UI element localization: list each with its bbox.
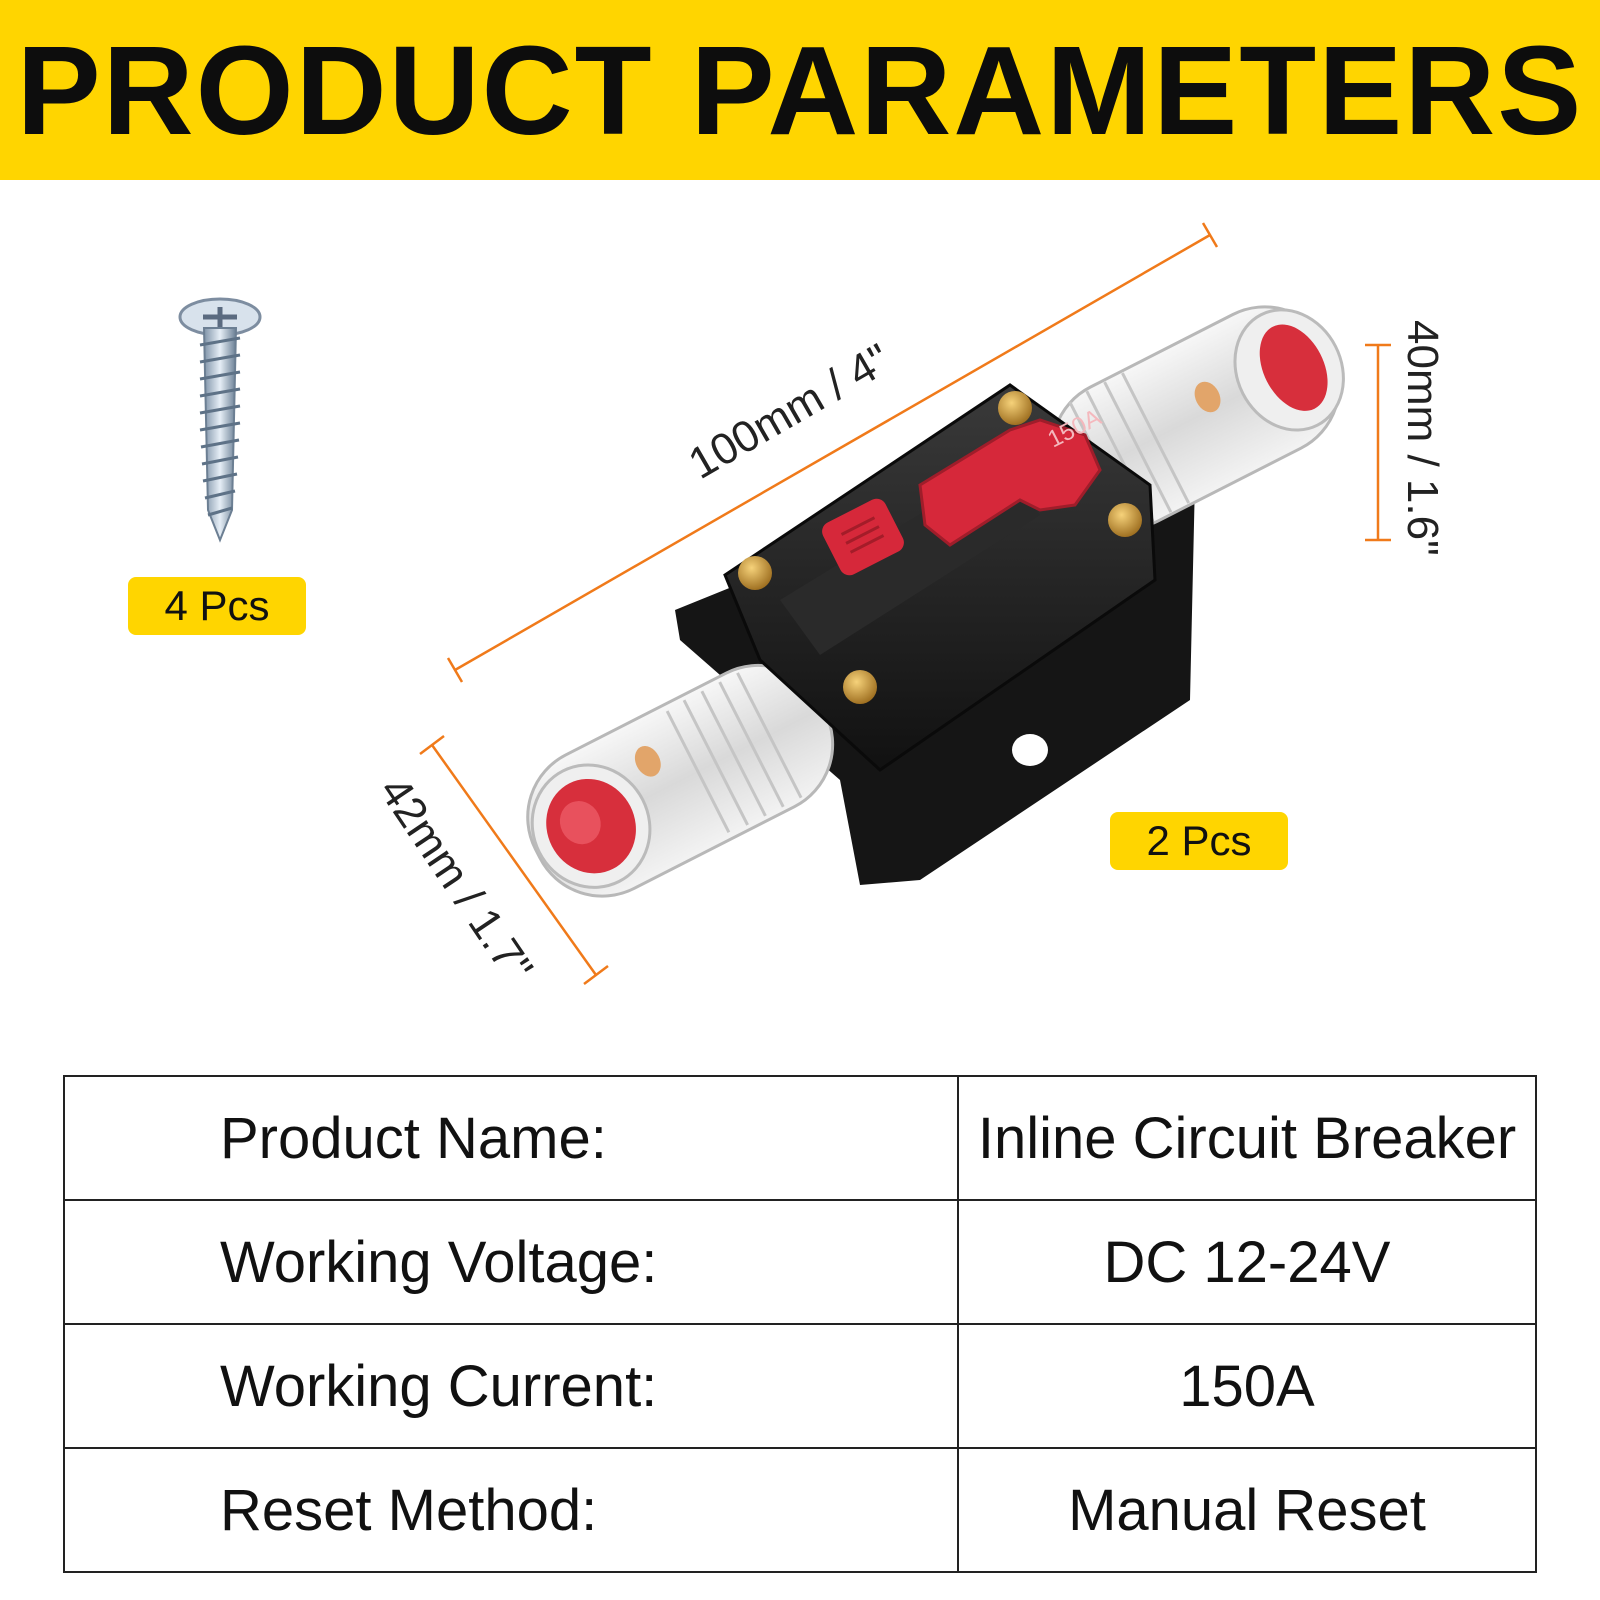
table-row: Working Voltage: DC 12-24V — [63, 1199, 1537, 1325]
width-dimension-label: 42mm / 1.7" — [370, 768, 542, 991]
circuit-breaker-image: 150A — [526, 305, 1345, 898]
spec-label: Product Name: — [63, 1075, 959, 1201]
spec-label: Reset Method: — [63, 1447, 959, 1573]
height-dimension-label: 40mm / 1.6" — [1398, 320, 1447, 556]
screw-quantity-badge: 4 Pcs — [128, 577, 306, 635]
table-row: Product Name: Inline Circuit Breaker — [63, 1075, 1537, 1201]
specs-table: Product Name: Inline Circuit Breaker Wor… — [63, 1075, 1537, 1573]
table-row: Reset Method: Manual Reset — [63, 1447, 1537, 1573]
dimension-lines — [419, 222, 1391, 985]
spec-value: DC 12-24V — [957, 1199, 1537, 1325]
product-illustration: 150A 100mm / 4" 40mm / 1.6" 42mm / 1.7" — [178, 222, 1447, 991]
spec-label: Working Current: — [63, 1323, 959, 1449]
page-title: PRODUCT PARAMETERS — [16, 19, 1584, 161]
spec-value: Inline Circuit Breaker — [957, 1075, 1537, 1201]
spec-label: Working Voltage: — [63, 1199, 959, 1325]
breaker-quantity-badge: 2 Pcs — [1110, 812, 1288, 870]
length-dimension-label: 100mm / 4" — [681, 334, 899, 488]
header-banner: PRODUCT PARAMETERS — [0, 0, 1600, 180]
table-row: Working Current: 150A — [63, 1323, 1537, 1449]
spec-value: Manual Reset — [957, 1447, 1537, 1573]
spec-value: 150A — [957, 1323, 1537, 1449]
screw-icon — [178, 297, 262, 543]
